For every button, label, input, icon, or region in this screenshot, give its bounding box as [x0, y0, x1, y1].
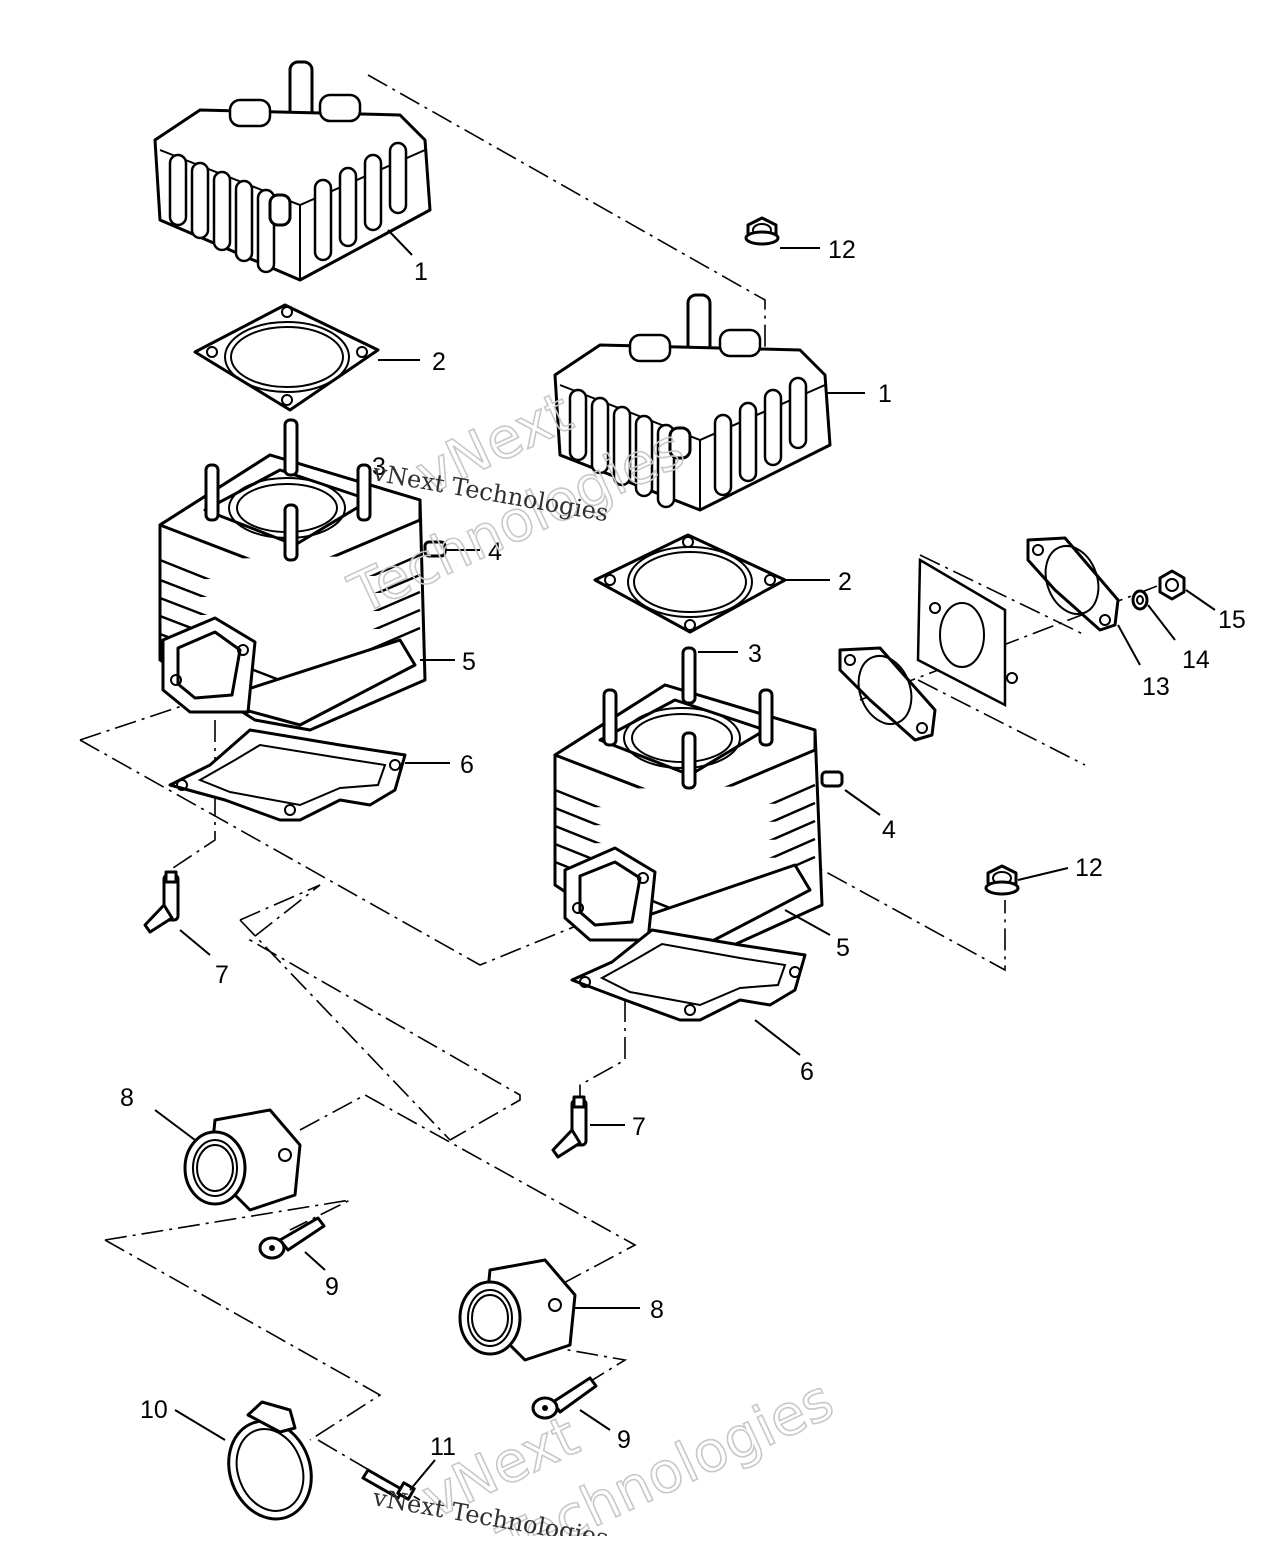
clamp-screw	[361, 1468, 416, 1501]
stud-left	[204, 418, 372, 562]
callout-6-left: 6	[460, 751, 474, 779]
callout-9-left: 9	[325, 1273, 339, 1301]
callout-15: 15	[1218, 606, 1246, 634]
callout-4-left: 4	[488, 538, 502, 566]
base-gasket-left	[168, 728, 407, 822]
leader-lines	[154, 229, 1216, 1491]
callout-3-left: 3	[372, 453, 386, 481]
callout-8-left: 8	[120, 1084, 134, 1112]
head-fins-left	[168, 93, 408, 274]
callout-14: 14	[1182, 646, 1210, 674]
head-gasket-left	[193, 303, 380, 412]
callout-10: 10	[140, 1396, 168, 1424]
callout-7-right: 7	[632, 1113, 646, 1141]
callout-8-right: 8	[650, 1296, 664, 1324]
callout-13: 13	[1142, 673, 1170, 701]
cap-screw-left	[258, 1216, 326, 1260]
callout-12-bottom: 12	[1075, 854, 1103, 882]
callout-1-right: 1	[878, 380, 892, 408]
clamp	[227, 1400, 313, 1521]
washer	[1131, 589, 1149, 611]
stud-right	[602, 646, 774, 790]
cylinder-head-left	[153, 60, 432, 282]
exhaust-flange-left	[838, 646, 937, 742]
flange-nut-bottom	[984, 864, 1020, 896]
exhaust-gasket-mid	[916, 557, 1018, 708]
intake-flange-right	[458, 1258, 577, 1362]
assembly-lines	[79, 74, 1161, 1501]
cap-screw-right	[531, 1376, 598, 1420]
callout-12-top: 12	[828, 236, 856, 264]
hex-nut	[1158, 569, 1186, 601]
callout-3-right: 3	[748, 640, 762, 668]
head-gasket-right	[593, 533, 787, 634]
fitting-right	[820, 770, 844, 788]
callout-2-left: 2	[432, 348, 446, 376]
elbow-fitting-right	[551, 1095, 588, 1159]
callout-9-right: 9	[617, 1426, 631, 1454]
flange-nut-top	[744, 216, 780, 246]
callout-1-left: 1	[414, 258, 428, 286]
callout-labels: 1 1 2 2 3 3 4 4 5 5 6 6 7 7 8 8 9 9 10 1…	[120, 236, 1246, 1461]
cylinder-head-right	[553, 293, 832, 512]
callout-7-left: 7	[215, 961, 229, 989]
cylinder-left	[158, 418, 447, 732]
callout-5-left: 5	[462, 648, 476, 676]
callout-6-right: 6	[800, 1058, 814, 1086]
elbow-fitting-left	[143, 870, 180, 934]
intake-flange-left	[183, 1108, 302, 1212]
exhaust-flange-right	[1026, 536, 1120, 632]
callout-5-right: 5	[836, 934, 850, 962]
cylinder-right	[553, 646, 844, 960]
callout-11: 11	[430, 1433, 456, 1461]
callout-2-right: 2	[838, 568, 852, 596]
head-fins-right	[568, 328, 808, 509]
base-gasket-right	[570, 928, 807, 1022]
callout-4-right: 4	[882, 816, 896, 844]
